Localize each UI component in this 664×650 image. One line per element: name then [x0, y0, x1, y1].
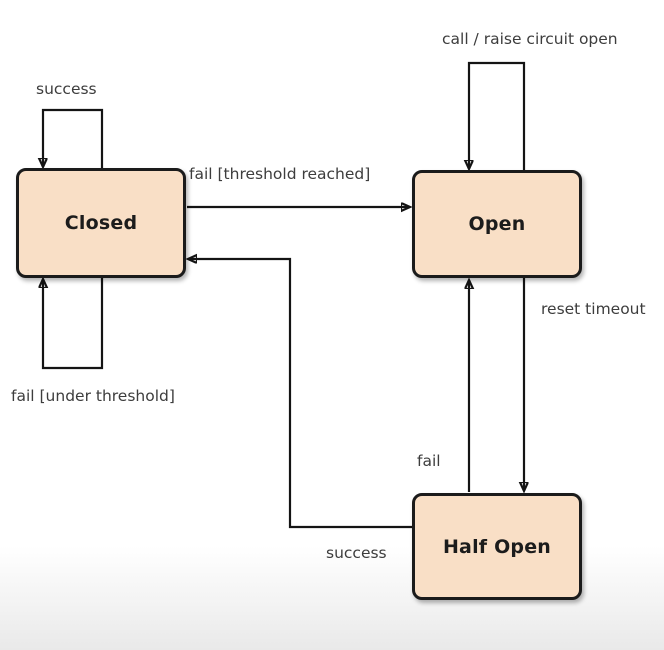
edge-closed-success-loop: [43, 108, 104, 169]
edge-label-closed-success: success: [36, 80, 97, 98]
state-closed-label: Closed: [64, 212, 138, 234]
edge-halfopen-to-closed: [188, 259, 412, 529]
state-half-open-label: Half Open: [442, 535, 552, 558]
edge-label-fail-threshold-reached: fail [threshold reached]: [189, 165, 371, 183]
edge-label-fail-under-threshold: fail [under threshold]: [11, 387, 175, 405]
state-closed: Closed: [16, 168, 186, 278]
state-half-open: Half Open: [412, 493, 582, 600]
state-open-label: Open: [468, 213, 526, 235]
edge-closed-fail-under-loop: [43, 277, 104, 370]
edge-label-call-raise-circuit-open: call / raise circuit open: [442, 30, 618, 48]
edge-label-fail: fail: [417, 452, 441, 470]
edge-label-reset-timeout: reset timeout: [541, 300, 646, 318]
edge-label-halfopen-success: success: [326, 544, 387, 562]
edge-open-call-loop: [469, 61, 526, 171]
state-open: Open: [412, 170, 582, 278]
